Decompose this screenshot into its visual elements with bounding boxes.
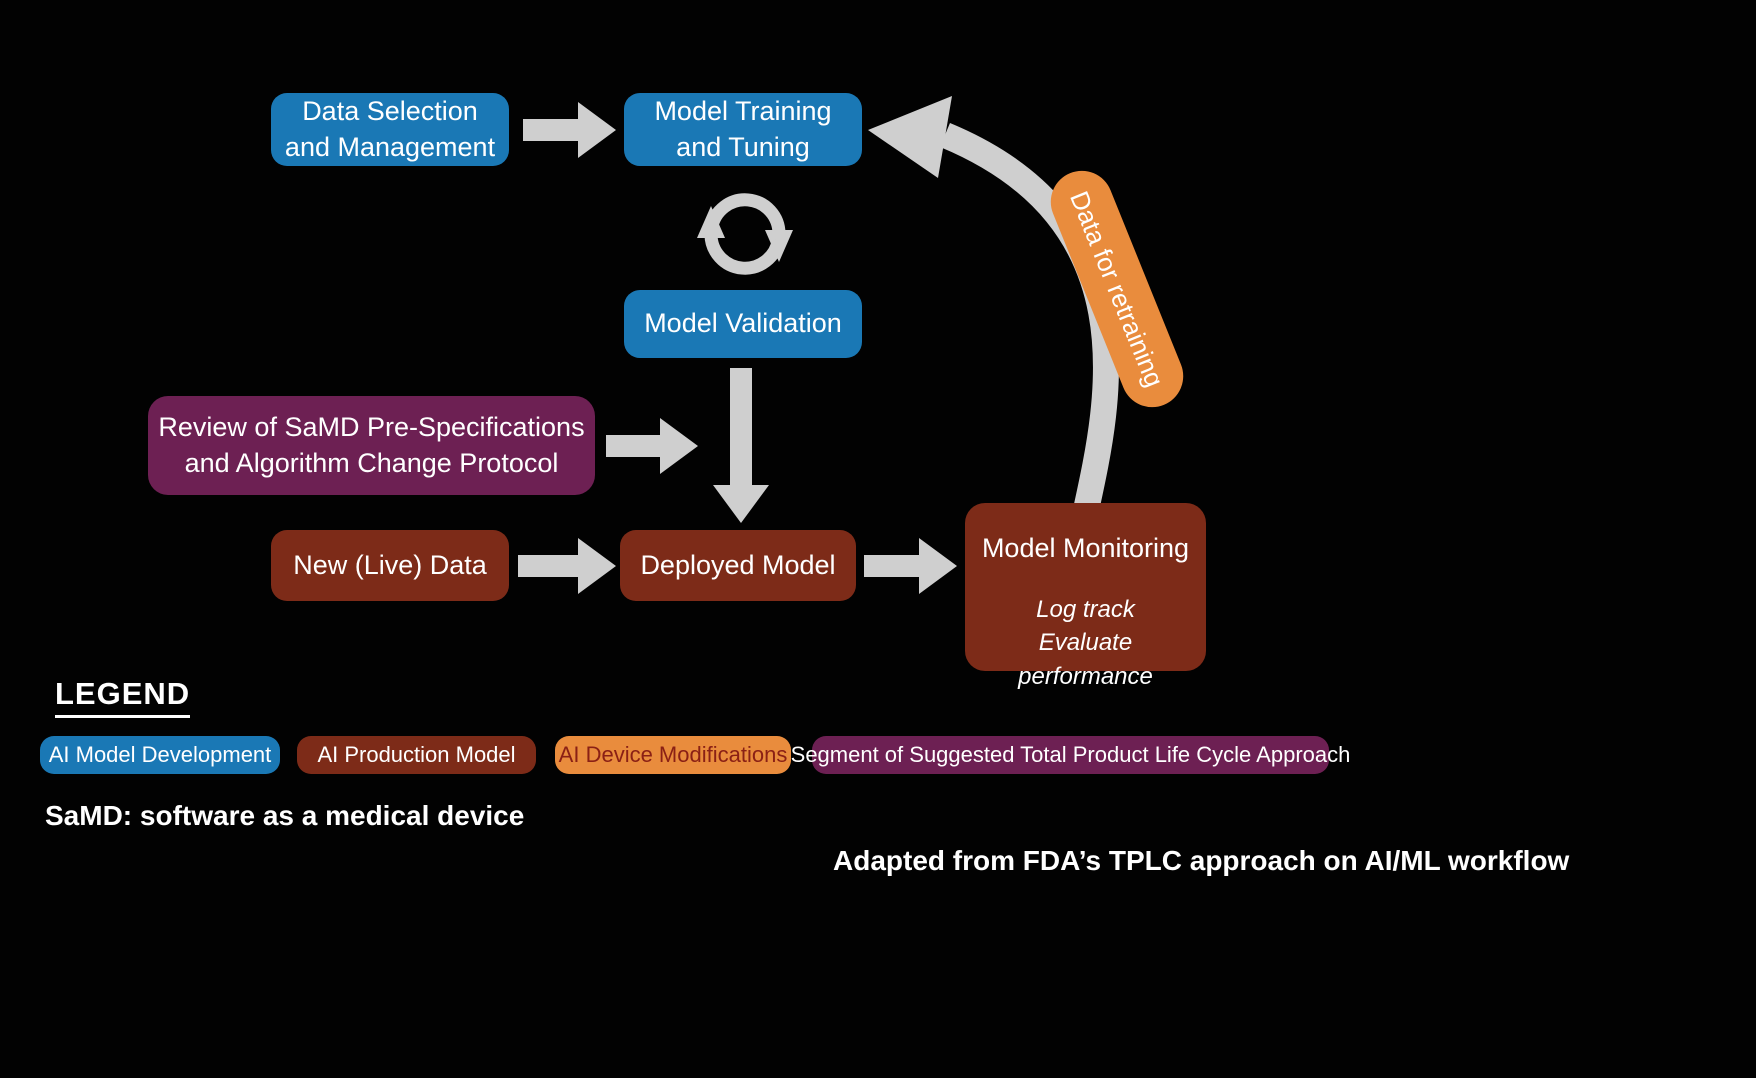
legend-title: LEGEND bbox=[55, 676, 191, 718]
retraining-arrow-head bbox=[868, 96, 952, 178]
node-new-live-data: New (Live) Data bbox=[271, 530, 509, 601]
cycle-arrowhead-left bbox=[697, 206, 725, 238]
arrow-shaft bbox=[518, 555, 578, 577]
node-model-training: Model Training and Tuning bbox=[624, 93, 862, 166]
arrow-shaft bbox=[730, 368, 752, 485]
arrow-shaft bbox=[523, 119, 578, 141]
attribution-text: Adapted from FDA’s TPLC approach on AI/M… bbox=[833, 845, 1570, 876]
model-monitoring-subtitle: Log track Evaluate performance bbox=[1018, 595, 1153, 690]
arrow-review-to-deployment-path bbox=[606, 418, 698, 474]
arrow-head bbox=[660, 418, 698, 474]
cycle-arc-top bbox=[705, 193, 786, 235]
cycle-arc-bottom bbox=[704, 233, 785, 275]
legend-item-ai-device-modifications: AI Device Modifications bbox=[555, 736, 791, 774]
arrow-head bbox=[578, 102, 616, 158]
node-data-selection: Data Selection and Management bbox=[271, 93, 509, 166]
arrow-newdata-to-deployed bbox=[518, 538, 616, 594]
arrow-head bbox=[919, 538, 957, 594]
legend-item-ai-production-model: AI Production Model bbox=[297, 736, 536, 774]
legend-item-ai-model-development: AI Model Development bbox=[40, 736, 280, 774]
training-validation-cycle-icon bbox=[697, 193, 793, 275]
arrow-shaft bbox=[864, 555, 919, 577]
arrow-deployed-to-monitoring bbox=[864, 538, 957, 594]
arrow-dataselection-to-training bbox=[523, 102, 616, 158]
arrow-head bbox=[713, 485, 769, 523]
node-model-monitoring: Model Monitoring Log track Evaluate perf… bbox=[965, 503, 1206, 690]
legend-item-tplc-segment: Segment of Suggested Total Product Life … bbox=[791, 736, 1350, 774]
node-model-validation: Model Validation bbox=[624, 290, 862, 358]
arrow-shaft bbox=[606, 435, 660, 457]
model-monitoring-title: Model Monitoring bbox=[981, 533, 1190, 563]
arrow-validation-to-deployed bbox=[713, 368, 769, 523]
arrow-head bbox=[578, 538, 616, 594]
node-review-samd: Review of SaMD Pre-Specifications and Al… bbox=[148, 396, 595, 495]
samd-definition-text: SaMD: software as a medical device bbox=[45, 800, 525, 831]
node-deployed-model: Deployed Model bbox=[620, 530, 856, 601]
